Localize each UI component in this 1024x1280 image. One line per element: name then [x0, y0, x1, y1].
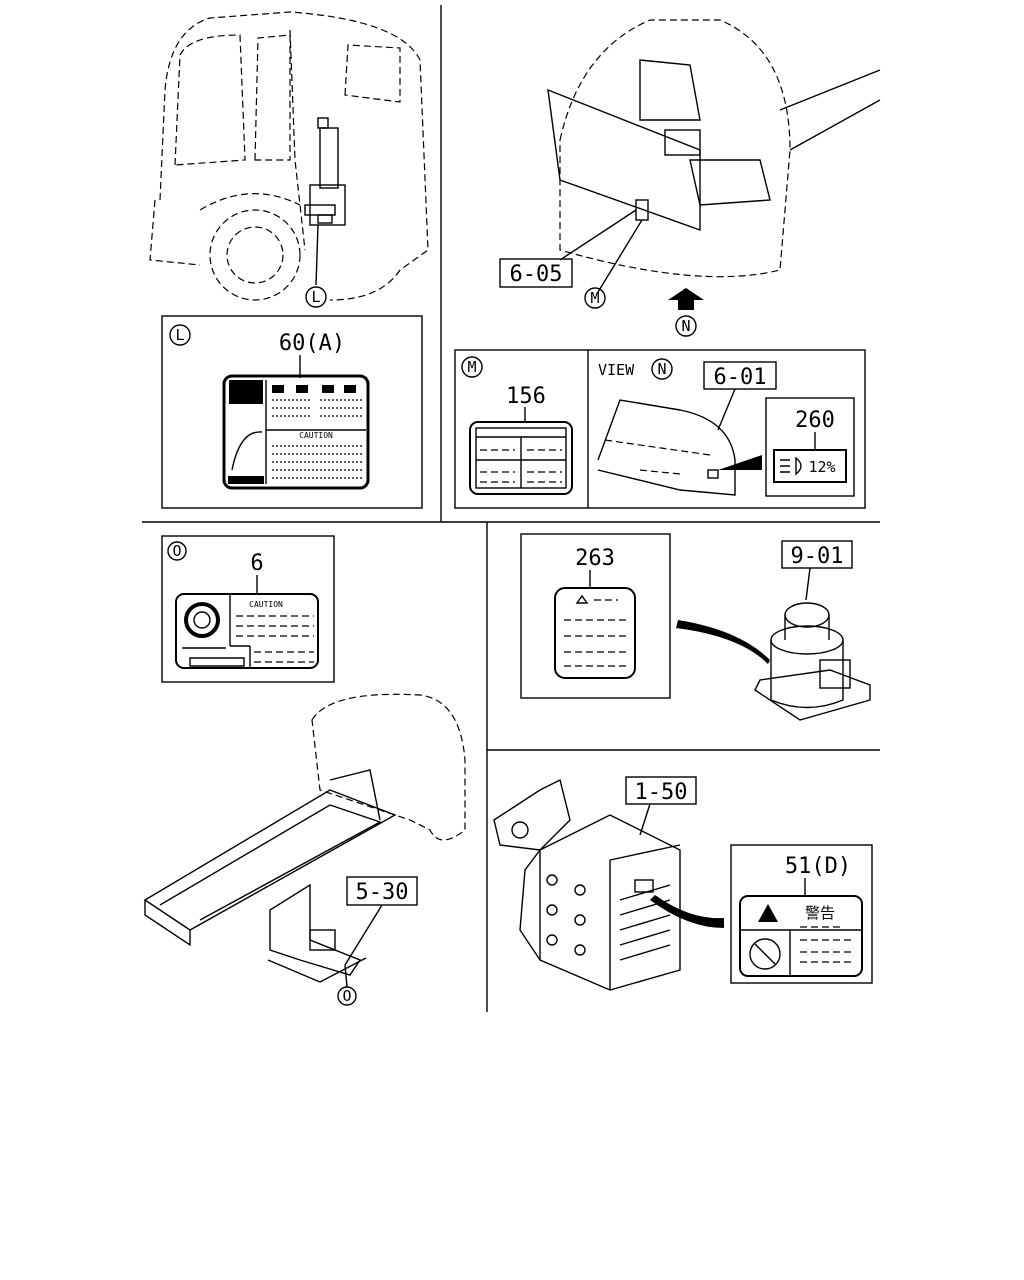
- panel-l-marker: L: [175, 326, 184, 344]
- callout-6-01: 6-01: [714, 365, 767, 390]
- label-51d: [739, 895, 863, 977]
- panel-m-marker: M: [467, 358, 476, 376]
- caution-60a-text: CAUTION: [299, 431, 333, 440]
- label-6: [175, 593, 319, 669]
- panel-m-n-detail: M 156 VIEW N 6-01 260 12%: [454, 349, 866, 509]
- label-260: [773, 449, 847, 483]
- warning-triangle-icon: [758, 904, 778, 922]
- view-marker-o: O: [342, 987, 351, 1005]
- label-60a: [222, 374, 370, 490]
- view-arrow-n: [668, 288, 704, 310]
- jack-panel: 263 9-01: [520, 533, 871, 721]
- callout-51d: 51(D): [785, 854, 851, 879]
- callout-9-01: 9-01: [791, 544, 844, 569]
- callout-5-30: 5-30: [356, 880, 409, 905]
- panel-separators: [142, 5, 880, 1012]
- view-n-title-marker: N: [657, 360, 666, 378]
- caution-6-text: CAUTION: [249, 600, 283, 609]
- cab-tilted-drawing: 6-05 M N: [499, 19, 881, 337]
- callout-60a: 60(A): [279, 331, 345, 356]
- view-n-title: VIEW: [598, 361, 635, 379]
- box-panel: 1-50 51(D) 警告: [493, 776, 873, 991]
- panel-o-detail: O 6 CAUTION: [161, 535, 335, 683]
- callout-260: 260: [795, 408, 835, 433]
- view-marker-n: N: [681, 317, 690, 335]
- frame-stand-drawing: 5-30 O: [143, 693, 466, 1006]
- no-hand-icon: [749, 938, 781, 970]
- callout-1-50: 1-50: [635, 780, 688, 805]
- warning-51d-text: 警告: [805, 904, 835, 922]
- label-260-text: 12%: [808, 458, 835, 476]
- callout-263: 263: [575, 546, 615, 571]
- panel-l-detail: L 60(A) CAUTION: [161, 315, 423, 509]
- callout-6-05: 6-05: [510, 262, 563, 287]
- callout-156: 156: [506, 384, 546, 409]
- view-marker-l: L: [311, 288, 320, 306]
- label-156: [469, 421, 573, 495]
- truck-cab-side-drawing: L: [149, 11, 429, 308]
- label-263: [554, 587, 636, 679]
- callout-6: 6: [250, 551, 263, 576]
- view-marker-m: M: [590, 289, 599, 307]
- panel-o-marker: O: [172, 542, 181, 560]
